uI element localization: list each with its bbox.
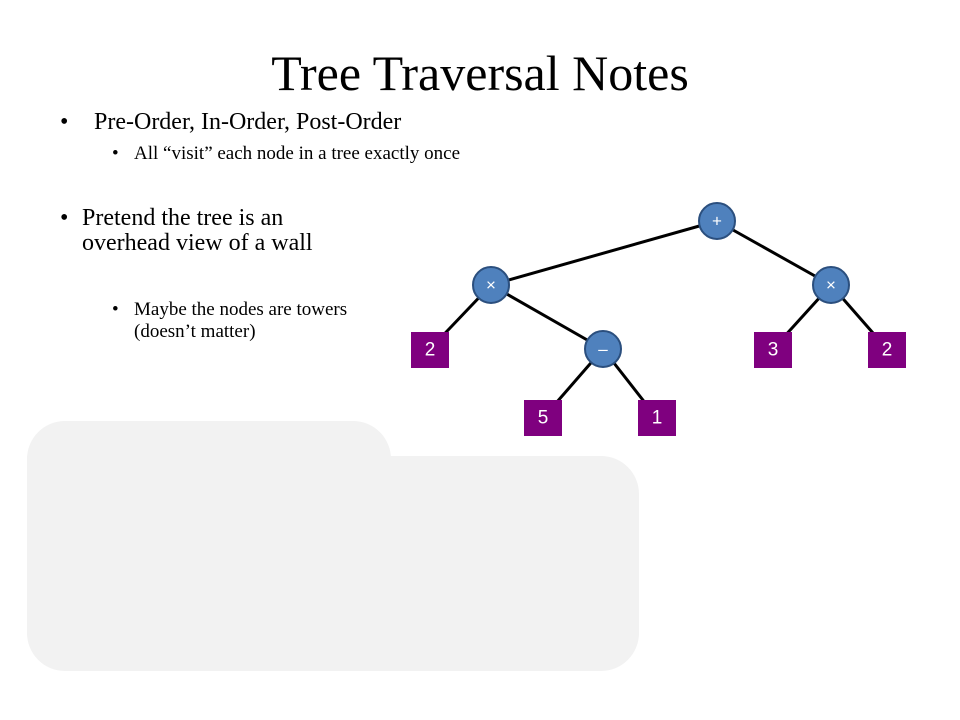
bullet-text: Pretend the tree is an overhead view of … <box>82 205 313 256</box>
bullet-dot: • <box>112 299 119 320</box>
tree-leaf-2-left: 2 <box>411 332 449 368</box>
bullet-overhead-wall: • Pretend the tree is an overhead view o… <box>60 205 322 256</box>
node-circle <box>472 266 510 304</box>
leaf-box <box>754 332 792 368</box>
tree-leaf-5: 5 <box>524 400 562 436</box>
node-label: × <box>486 276 496 295</box>
tree-node-minus: – <box>584 330 622 368</box>
edge-root-right <box>716 219 832 287</box>
tree-leaf-1: 1 <box>638 400 676 436</box>
tree-node-right-times: × <box>812 266 850 304</box>
tree-node-root: + <box>698 202 736 240</box>
leaf-label: 1 <box>652 408 663 429</box>
bullet-dot: • <box>60 205 69 231</box>
node-circle <box>584 330 622 368</box>
node-circle <box>812 266 850 304</box>
node-label: – <box>598 340 608 359</box>
edge-root-left <box>490 219 718 287</box>
bullet-dot: • <box>112 143 119 164</box>
node-label: + <box>712 212 722 231</box>
leaf-label: 3 <box>768 340 779 361</box>
leaf-box <box>411 332 449 368</box>
leaf-label: 2 <box>425 340 436 361</box>
bullet-text: Pre-Order, In-Order, Post-Order <box>94 109 402 135</box>
sub-bullet-towers: • Maybe the nodes are towers (doesn’t ma… <box>112 299 379 343</box>
bullet-text: All “visit” each node in a tree exactly … <box>134 143 461 164</box>
leaf-label: 5 <box>538 408 549 429</box>
leaf-box <box>524 400 562 436</box>
bullet-text: Maybe the nodes are towers (doesn’t matt… <box>134 299 348 342</box>
edge-left-minus <box>490 283 604 351</box>
tree-edges <box>428 219 889 419</box>
tree-leaf-2-right: 2 <box>868 332 906 368</box>
leaf-box <box>638 400 676 436</box>
tree-node-left-times: × <box>472 266 510 304</box>
leaf-label: 2 <box>882 340 893 361</box>
slide-title: Tree Traversal Notes <box>271 45 689 101</box>
sub-bullet-visit-once: • All “visit” each node in a tree exactl… <box>112 141 461 167</box>
bullet-traversal-orders: • Pre-Order, In-Order, Post-Order <box>60 107 402 137</box>
leaf-box <box>868 332 906 368</box>
tree-leaf-3: 3 <box>754 332 792 368</box>
background-panel <box>27 456 639 671</box>
bullet-dot: • <box>60 109 69 135</box>
node-circle <box>698 202 736 240</box>
node-label: × <box>826 276 836 295</box>
